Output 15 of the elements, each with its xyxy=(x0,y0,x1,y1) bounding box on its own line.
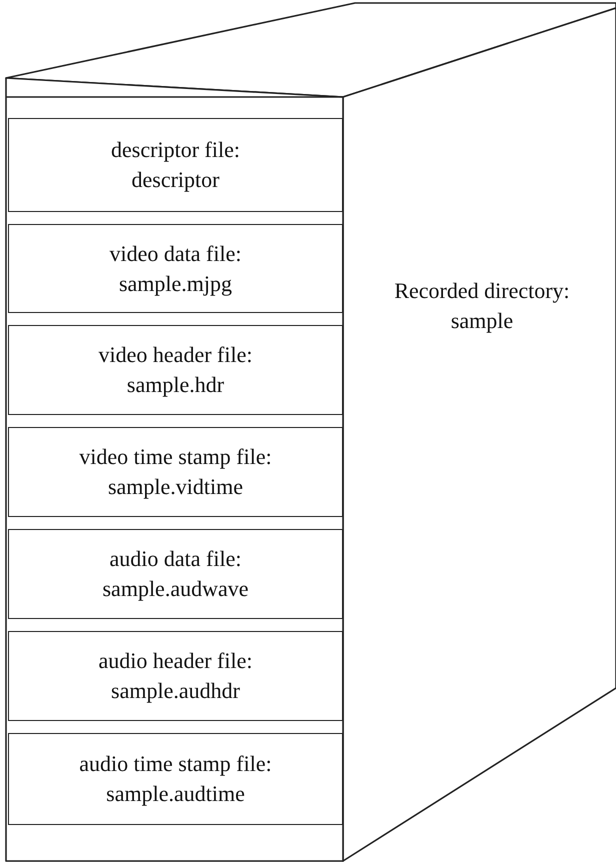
file-box xyxy=(8,325,343,415)
file-label: audio data file: sample.audwave xyxy=(102,545,250,603)
directory-label: Recorded directory: sample xyxy=(393,277,571,335)
file-label: video header file: sample.hdr xyxy=(98,341,254,399)
file-box xyxy=(8,529,343,619)
file-box xyxy=(8,118,343,212)
file-label: descriptor file: descriptor xyxy=(110,136,241,194)
file-label: video data file: sample.mjpg xyxy=(108,240,242,298)
file-box xyxy=(8,631,343,721)
file-label: video time stamp file: sample.vidtime xyxy=(78,443,273,501)
file-label: audio time stamp file: sample.audtime xyxy=(78,750,273,808)
file-box xyxy=(8,224,343,313)
file-label: audio header file: sample.audhdr xyxy=(98,647,254,705)
file-box xyxy=(8,733,343,825)
file-box xyxy=(8,427,343,517)
